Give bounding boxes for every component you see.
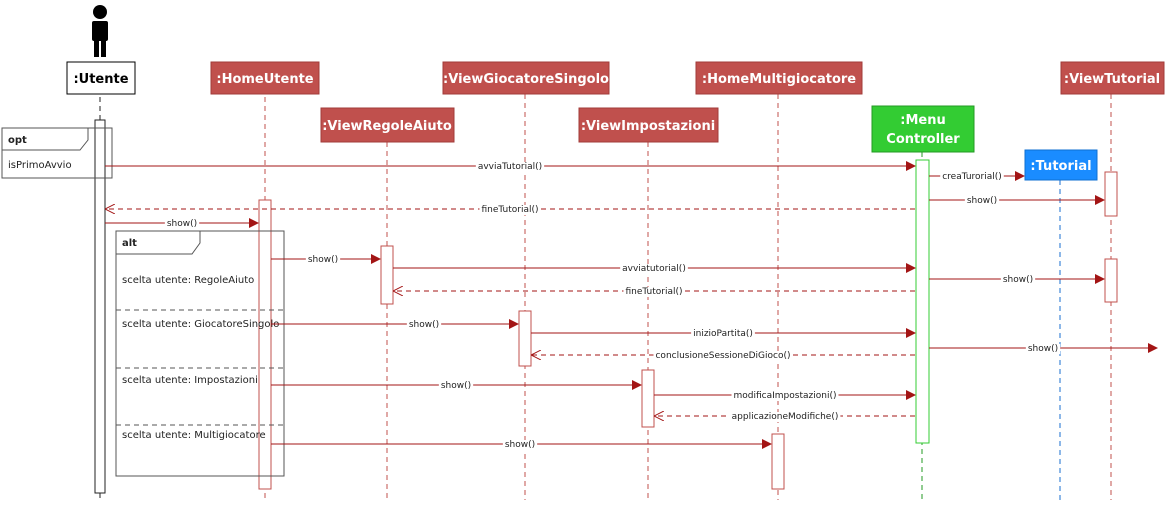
- fragment-alt: alt scelta utente: RegoleAiuto scelta ut…: [115, 230, 285, 477]
- msg-show-tutorial-label: show(): [967, 196, 997, 206]
- message-labels: avviaTutorial() creaTurorial() show() fi…: [164, 162, 1061, 450]
- message-label-bg: [940, 172, 1004, 182]
- message-label-bg: [620, 264, 688, 274]
- msg-show-home-utente-label: show(): [167, 219, 197, 229]
- msg-show-giocatore-singolo-label: show(): [409, 320, 439, 330]
- alt-guard-regole-aiuto: scelta utente: RegoleAiuto: [122, 275, 254, 286]
- msg-avviatutorial-label: avviatutorial(): [622, 264, 686, 274]
- lifeline-label-view-regole-aiuto: :ViewRegoleAiuto: [322, 119, 452, 134]
- msg-inizio-partita-label: inizioPartita(): [693, 329, 753, 339]
- fragment-opt-label: opt: [8, 135, 27, 146]
- fragment-alt-label: alt: [122, 238, 137, 249]
- activation-bars: [94, 119, 1118, 494]
- message-label-bg: [406, 320, 442, 330]
- message-label-bg: [479, 205, 541, 215]
- lifeline-label-tutorial: :Tutorial: [1030, 159, 1091, 174]
- msg-applicazione-modifiche-label: applicazioneModifiche(): [732, 412, 839, 422]
- message-label-bg: [475, 162, 545, 172]
- lifeline-header-home-multigiocatore[interactable]: :HomeMultigiocatore: [695, 61, 863, 95]
- fragment-opt: opt isPrimoAvvio: [1, 127, 113, 179]
- lifeline-label-view-impostazioni: :ViewImpostazioni: [581, 119, 715, 134]
- msg-modifica-impostazioni-label: modificaImpostazioni(): [734, 391, 837, 401]
- lifeline-label-menu: :Menu: [900, 113, 945, 128]
- msg-show-impostazioni-label: show(): [441, 381, 471, 391]
- msg-crea-tutorial-label: creaTurorial(): [942, 172, 1002, 182]
- activation-view-giocatore-singolo: [518, 310, 532, 367]
- lifeline-header-tutorial[interactable]: :Tutorial: [1024, 149, 1098, 181]
- activation-home-multigiocatore: [771, 433, 785, 490]
- lifeline-label-home-multigiocatore: :HomeMultigiocatore: [702, 72, 856, 87]
- message-label-bg: [731, 391, 839, 401]
- msg-show-multigiocatore-label: show(): [505, 440, 535, 450]
- activation-view-tutorial-1: [1104, 171, 1118, 217]
- msg-avvia-tutorial-label: avviaTutorial(): [478, 162, 542, 172]
- alt-guard-impostazioni: scelta utente: Impostazioni: [122, 375, 258, 386]
- activation-menu-controller: [915, 159, 930, 444]
- message-label-bg: [438, 381, 474, 391]
- activation-view-regole-aiuto: [380, 245, 394, 305]
- lifeline-header-view-tutorial[interactable]: :ViewTutorial: [1060, 61, 1165, 95]
- lifeline-header-home-utente[interactable]: :HomeUtente: [210, 61, 320, 95]
- msg-show-tutorial-2-label: show(): [1003, 275, 1033, 285]
- lifeline-header-view-regole-aiuto[interactable]: :ViewRegoleAiuto: [320, 107, 455, 143]
- message-label-bg: [729, 412, 841, 422]
- message-label-bg: [1025, 344, 1061, 354]
- lifeline-header-view-impostazioni[interactable]: :ViewImpostazioni: [578, 107, 719, 143]
- stick-figure-icon: [92, 5, 108, 57]
- lifeline-header-utente[interactable]: :Utente: [66, 61, 136, 95]
- alt-guard-giocatore-singolo: scelta utente: GiocatoreSingolo: [122, 319, 279, 330]
- lifeline-label-view-giocatore-singolo: :ViewGiocatoreSingolo: [443, 72, 609, 87]
- fragment-opt-guard: isPrimoAvvio: [8, 160, 72, 171]
- lifeline-header-menu-controller[interactable]: :Menu Controller: [871, 105, 975, 153]
- msg-fine-tutorial-label: fineTutorial(): [481, 205, 538, 215]
- activation-utente: [94, 119, 106, 494]
- msg-show-regole-aiuto-label: show(): [308, 255, 338, 265]
- message-label-bg: [164, 219, 200, 229]
- message-label-bg: [691, 329, 755, 339]
- lifeline-header-view-giocatore-singolo[interactable]: :ViewGiocatoreSingolo: [442, 61, 610, 95]
- lifeline-label-home-utente: :HomeUtente: [216, 72, 313, 87]
- lifeline-label-view-tutorial: :ViewTutorial: [1064, 72, 1160, 87]
- msg-show-external-label: show(): [1028, 344, 1058, 354]
- message-label-bg: [964, 196, 1000, 206]
- message-label-bg: [305, 255, 341, 265]
- message-label-bg: [623, 287, 685, 297]
- activation-view-tutorial-2: [1104, 258, 1118, 303]
- lifeline-label-utente: :Utente: [73, 72, 128, 87]
- msg-conclusione-sessione-label: conclusioneSessioneDiGioco(): [655, 351, 790, 361]
- message-label-bg: [1000, 275, 1036, 285]
- alt-guard-multigiocatore: scelta utente: Multigiocatore: [122, 430, 266, 441]
- message-label-bg: [502, 440, 538, 450]
- activation-home-utente: [258, 199, 272, 490]
- message-label-bg: [653, 351, 793, 361]
- activation-view-impostazioni: [641, 369, 655, 428]
- lifeline-label-controller: Controller: [886, 132, 960, 147]
- msg-fine-tutorial-2-label: fineTutorial(): [625, 287, 682, 297]
